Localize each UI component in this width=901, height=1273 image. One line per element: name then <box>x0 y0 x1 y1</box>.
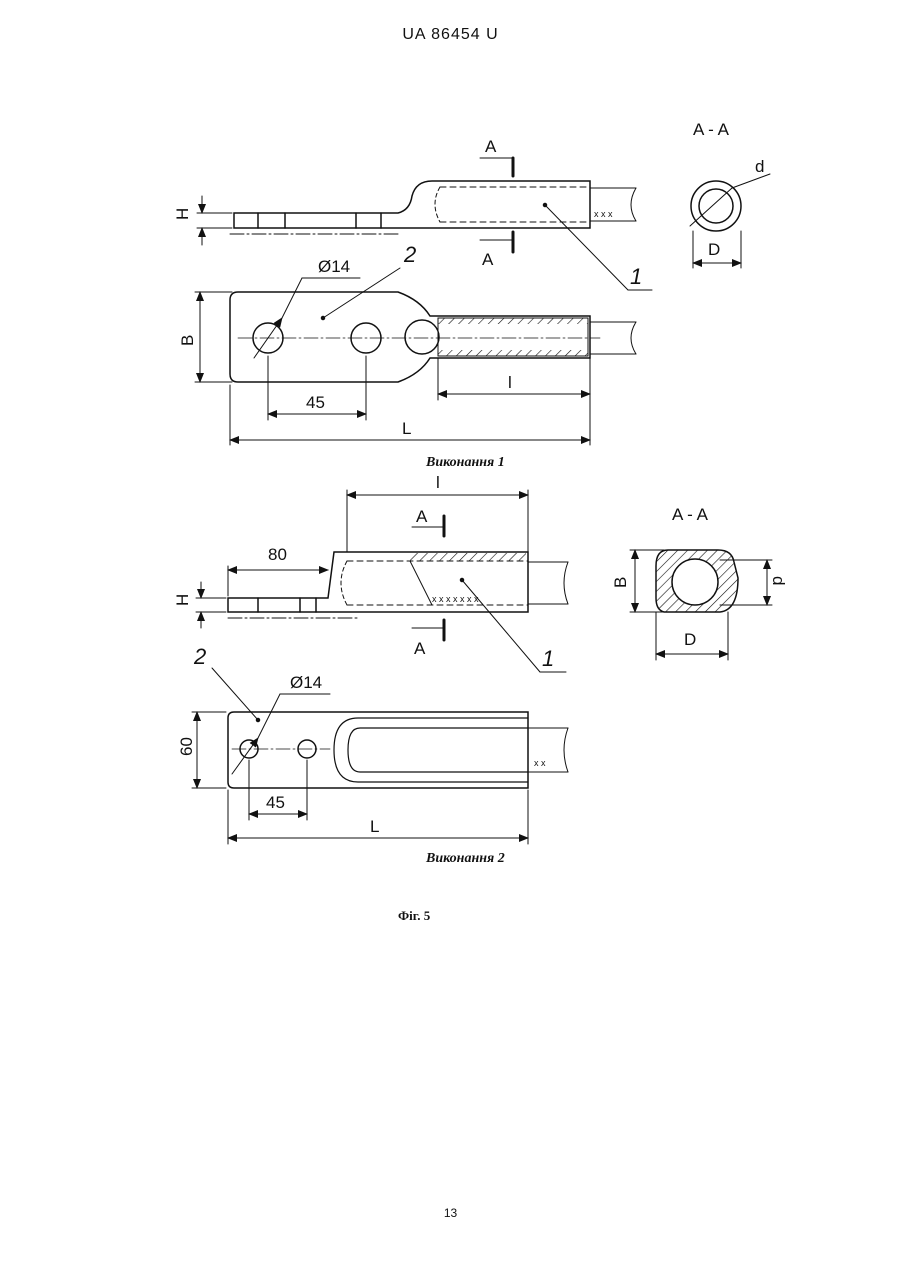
v1-section-a-top: A <box>485 137 497 156</box>
v1-pitch-label: 45 <box>306 393 325 412</box>
v2-L-label: L <box>370 817 379 836</box>
v2-H-label: H <box>173 594 192 606</box>
svg-text:x x x x x x x: x x x x x x x <box>432 594 479 604</box>
v2-l-label: l <box>436 473 440 492</box>
v2-hole-label: Ø14 <box>290 673 322 692</box>
v2-D-label: D <box>684 630 696 649</box>
v2-pitch-label: 45 <box>266 793 285 812</box>
v1-position-1: 1 <box>630 264 642 289</box>
variant1-top-view <box>195 268 636 445</box>
variant2-side-view: x x x x x x x <box>196 490 568 672</box>
v2-width-label: 60 <box>177 737 196 756</box>
v2-section-title: A - A <box>672 505 709 524</box>
v1-hole-label: Ø14 <box>318 257 350 276</box>
v1-L-label: L <box>402 419 411 438</box>
variant1-side-view: x x x <box>197 158 652 290</box>
variant1-section <box>690 174 770 268</box>
v1-H-label: H <box>173 208 192 220</box>
page-number: 13 <box>0 1206 901 1220</box>
variant2-caption: Виконання 2 <box>425 851 505 866</box>
v2-position-1: 1 <box>542 646 554 671</box>
figure-title: Фіг. 5 <box>398 908 431 923</box>
v1-d-label: d <box>755 157 764 176</box>
variant2-section <box>630 550 772 660</box>
variant2-top-view: x x <box>192 668 568 844</box>
v2-section-a-top: A <box>416 507 428 526</box>
v2-B-label: B <box>611 577 630 588</box>
svg-text:x x x: x x x <box>594 209 613 219</box>
v1-l-label: l <box>508 373 512 392</box>
v2-position-2: 2 <box>193 644 206 669</box>
v2-section-a-bottom: A <box>414 639 426 658</box>
variant1-caption: Виконання 1 <box>425 455 505 470</box>
v2-d-label: d <box>769 576 788 585</box>
v2-flat-label: 80 <box>268 545 287 564</box>
v1-D-label: D <box>708 240 720 259</box>
v1-B-label: B <box>178 335 197 346</box>
v1-section-a-bottom: A <box>482 250 494 269</box>
svg-text:x x: x x <box>534 758 546 768</box>
v1-position-2: 2 <box>403 242 416 267</box>
v1-section-title: A - A <box>693 120 730 139</box>
